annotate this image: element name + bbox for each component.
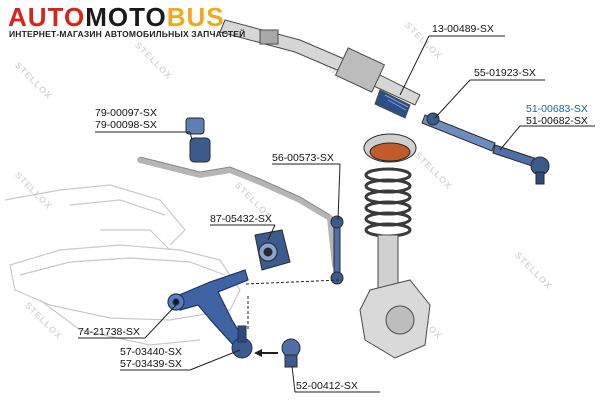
stabilizer-link <box>330 215 344 285</box>
lower-control-arm <box>167 269 249 349</box>
stabilizer-bar <box>137 157 338 268</box>
subframe <box>4 184 241 346</box>
ball-joint-arm <box>231 325 253 359</box>
ball-joint <box>281 338 301 368</box>
part-label-control-arm: 74-21738-SX <box>78 326 140 338</box>
part-label-steering-rack: 13-00489-SX <box>432 23 494 35</box>
part-label-stabilizer-bushing-1: 79-00097-SX <box>95 107 157 119</box>
part-label-ball-joint: 52-00412-SX <box>296 380 358 392</box>
stabilizer-bushing <box>185 117 211 163</box>
part-label-ball-joint-arm-2: 57-03439-SX <box>120 358 182 370</box>
site-logo[interactable]: AUTOMOTOBUS <box>8 2 225 32</box>
part-label-stabilizer-bushing-2: 79-00098-SX <box>95 119 157 131</box>
tie-rod-end <box>492 144 550 185</box>
part-label-tie-rod-end: 51-00682-SX <box>526 115 588 127</box>
part-label-tie-rod-end-highlight: 51-00683-SX <box>526 103 588 115</box>
logo-part-moto: MOTO <box>85 2 167 32</box>
logo-part-auto: AUTO <box>8 2 86 32</box>
inner-tie-rod <box>421 112 496 152</box>
part-label-arm-bushing: 87-05432-SX <box>210 213 272 225</box>
strut-mount <box>363 133 417 163</box>
part-label-inner-tie-rod: 55-01923-SX <box>474 67 536 79</box>
part-label-stabilizer-link: 56-00573-SX <box>272 152 334 164</box>
part-label-ball-joint-arm-1: 57-03440-SX <box>120 346 182 358</box>
control-arm-bushing <box>254 229 291 271</box>
leader-lines <box>78 35 595 393</box>
dashed-guides <box>245 279 341 330</box>
site-tagline: ИНТЕРНЕТ-МАГАЗИН АВТОМОБИЛЬНЫХ ЗАПЧАСТЕЙ <box>9 29 246 39</box>
logo-part-bus: BUS <box>166 2 225 32</box>
steering-rack <box>219 19 421 119</box>
coil-spring <box>364 167 412 238</box>
steering-knuckle <box>359 279 431 359</box>
